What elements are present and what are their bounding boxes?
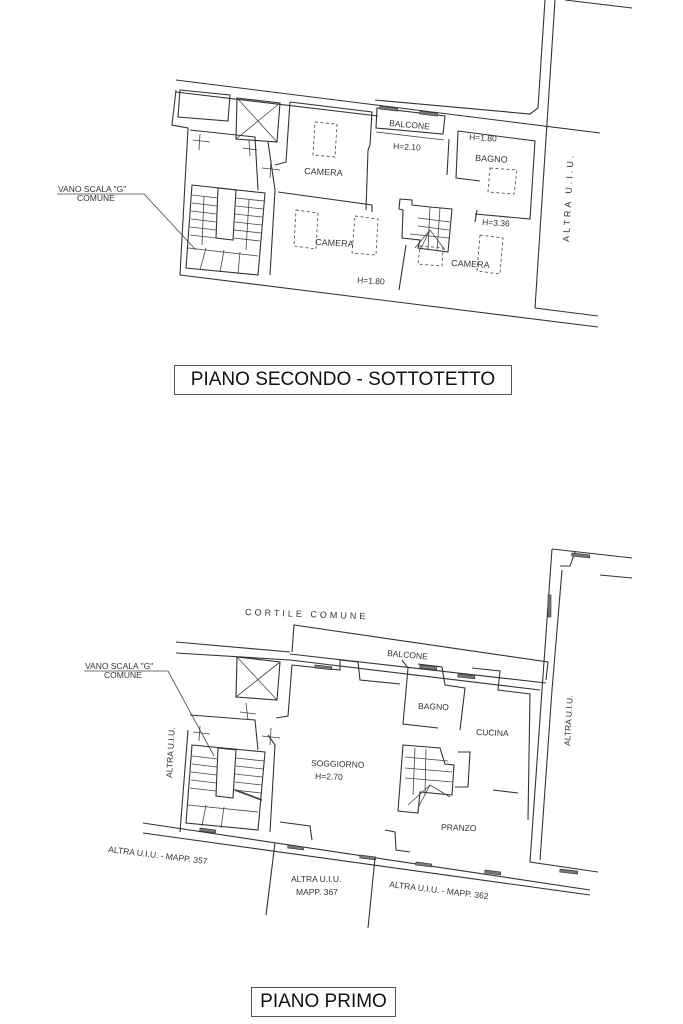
- room-label-camera-2: CAMERA: [315, 237, 354, 249]
- plan-title-second-floor: PIANO SECONDO - SOTTOTETTO: [174, 365, 512, 395]
- height-label-3: H=1.80: [469, 132, 497, 143]
- room-height-soggiorno: H=2.70: [315, 771, 343, 782]
- neighbor-label-mapp-362: ALTRA U.I.U. - MAPP. 362: [389, 879, 490, 901]
- room-label-balcone: BALCONE: [389, 118, 431, 132]
- neighbor-label-left: ALTRA U.I.U.: [164, 727, 177, 778]
- neighbor-label-mapp-357: ALTRA U.I.U. - MAPP. 357: [108, 844, 209, 866]
- room-label-bagno: BAGNO: [475, 153, 508, 165]
- height-label-1: H=2.10: [393, 141, 421, 152]
- room-label-bagno: BAGNO: [418, 701, 449, 712]
- courtyard-label: CORTILE COMUNE: [245, 607, 369, 621]
- room-label-soggiorno: SOGGIORNO: [311, 758, 365, 770]
- second-floor-plan: CAMERA CAMERA CAMERA BAGNO BALCONE H=2.1…: [57, 0, 633, 328]
- height-label-2: H=1.80: [357, 275, 385, 286]
- neighbor-label-altra-uiu: ALTRA U.I.U.: [561, 152, 576, 242]
- stair-callout-line1: VANO SCALA "G": [85, 661, 153, 671]
- room-label-cucina: CUCINA: [476, 727, 509, 738]
- room-label-camera-1: CAMERA: [304, 166, 343, 178]
- height-label-4: H=3.36: [482, 217, 510, 228]
- room-label-camera-3: CAMERA: [451, 258, 490, 270]
- stair-callout-line2: COMUNE: [104, 670, 142, 680]
- stair-callout-line1: VANO SCALA "G": [58, 184, 126, 194]
- neighbor-label-mapp-367-line2: MAPP. 367: [296, 887, 338, 897]
- room-label-balcone: BALCONE: [387, 648, 429, 662]
- neighbor-label-right: ALTRA U.I.U.: [562, 695, 575, 746]
- plan-title-first-floor: PIANO PRIMO: [251, 987, 396, 1017]
- stair-callout-line2: COMUNE: [77, 193, 115, 203]
- first-floor-plan: CORTILE COMUNE BALCONE BAGNO CUCINA SOGG…: [84, 548, 633, 929]
- room-label-pranzo: PRANZO: [441, 822, 477, 833]
- neighbor-label-mapp-367-line1: ALTRA U.I.U.: [291, 874, 341, 884]
